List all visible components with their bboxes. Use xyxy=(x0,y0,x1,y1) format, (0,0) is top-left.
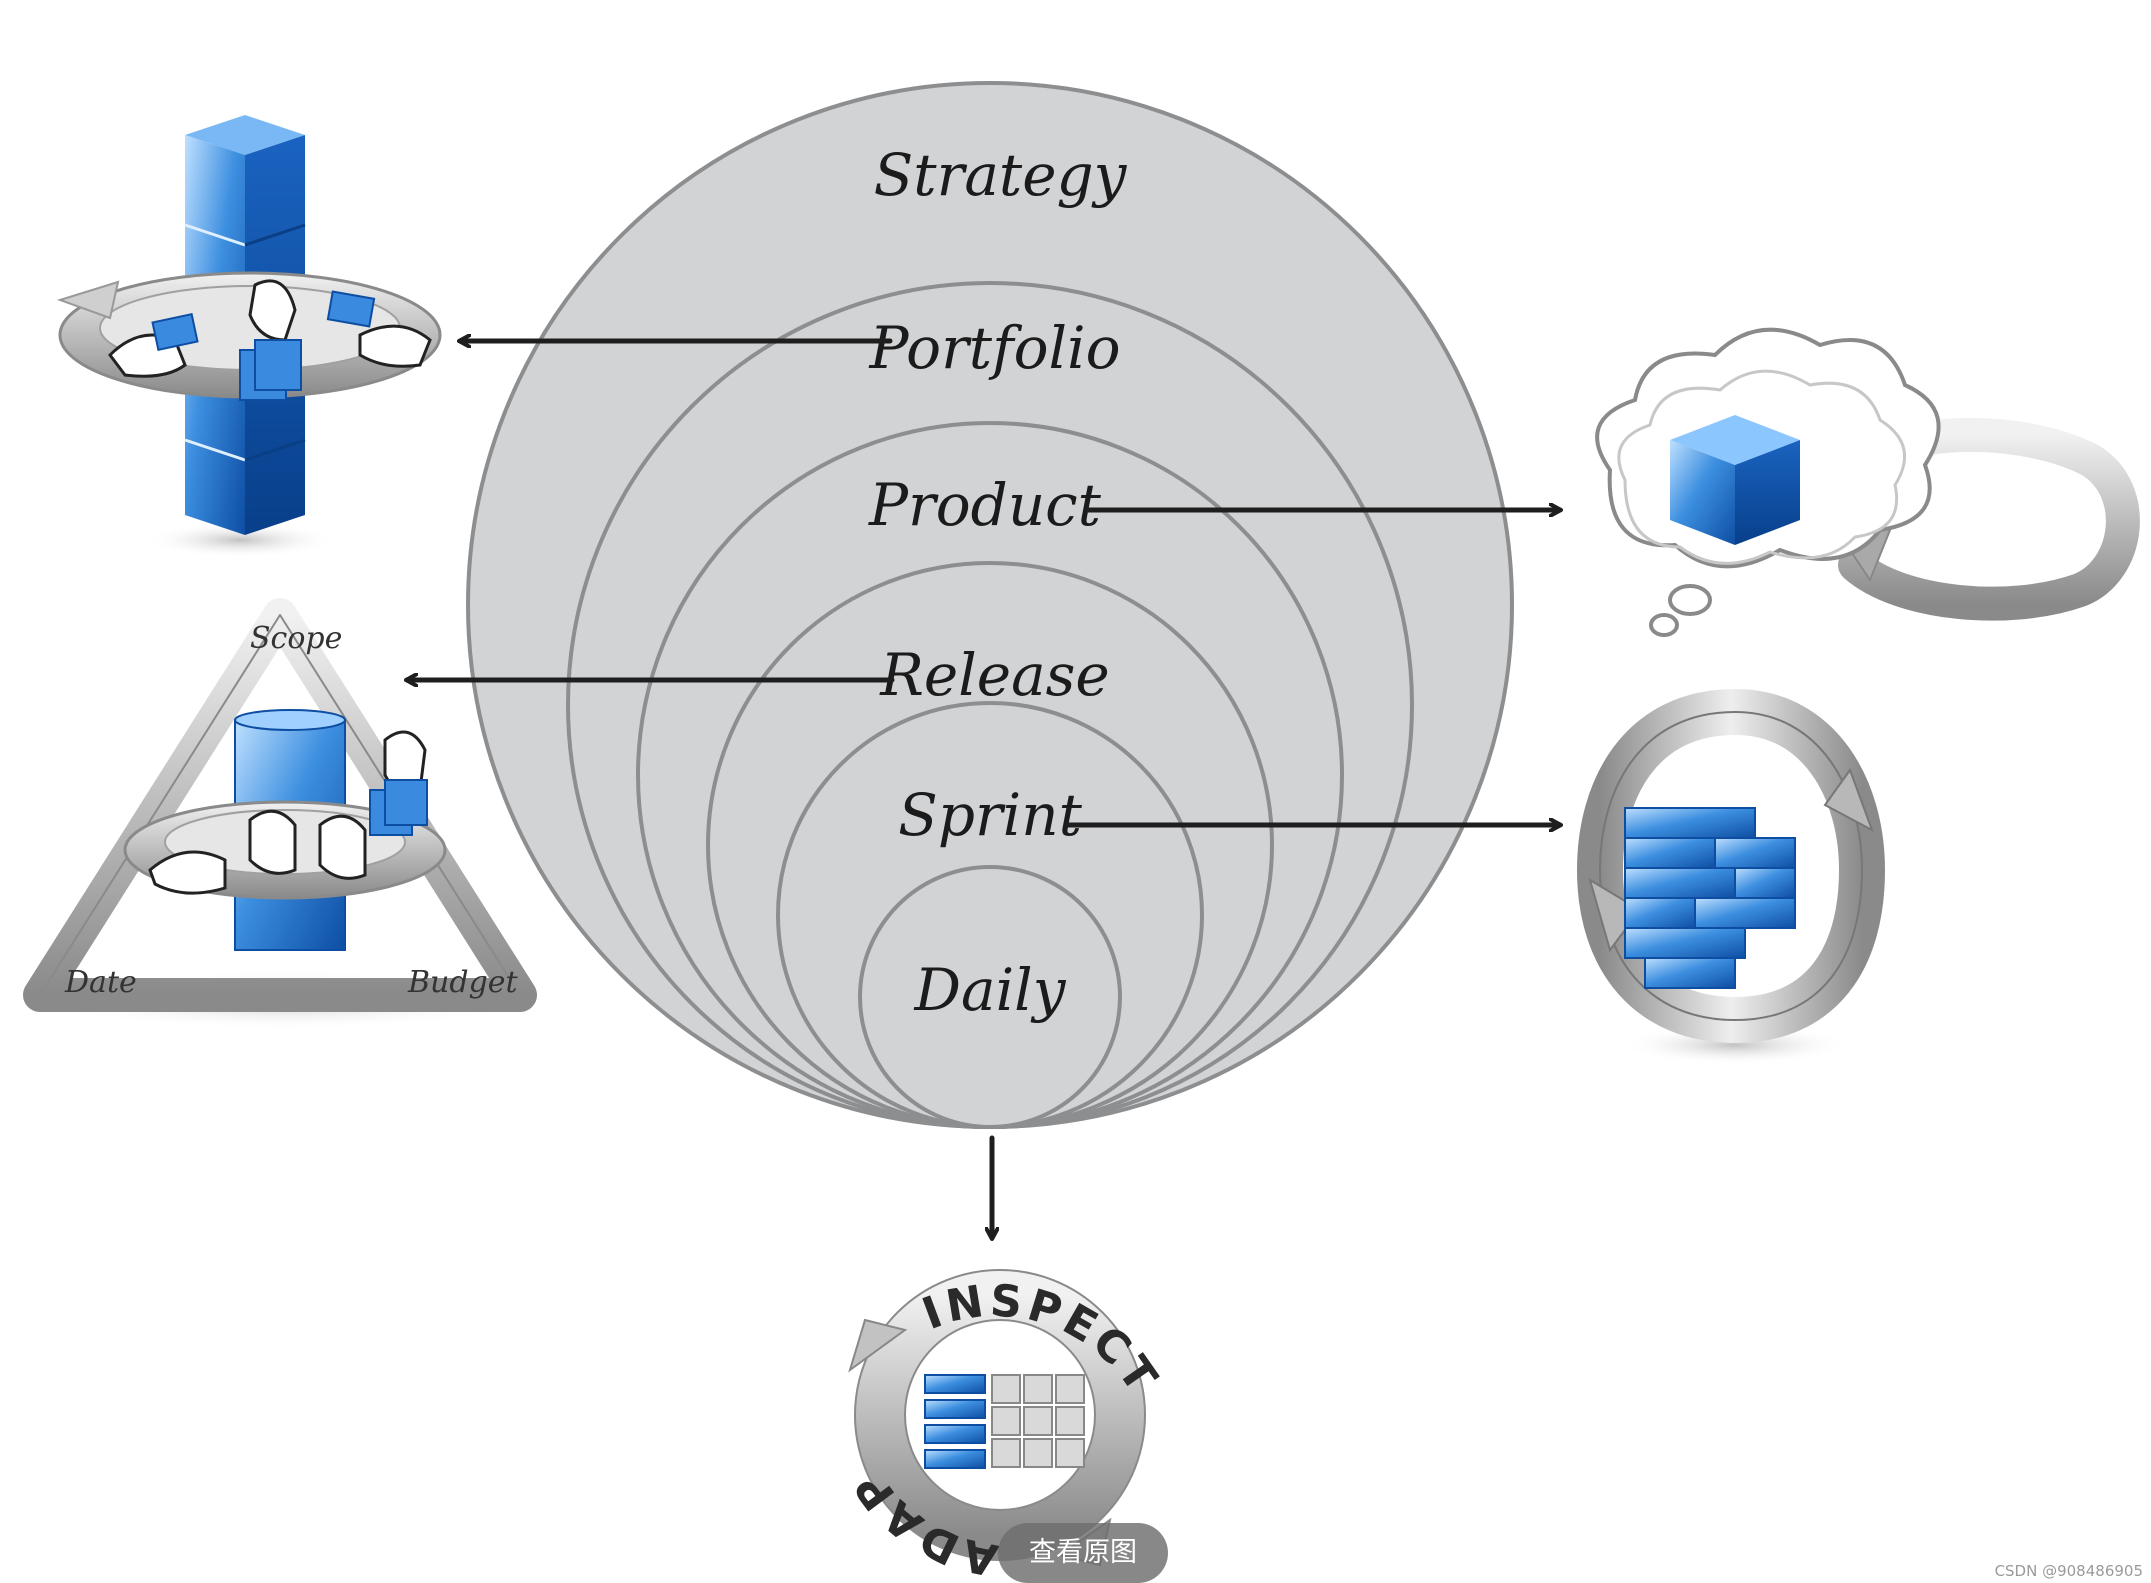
label-portfolio: Portfolio xyxy=(868,314,1120,382)
rotating-backlog-icon xyxy=(1576,688,1886,1065)
triangle-scope-date-budget-icon: Scope Date Budget xyxy=(23,598,537,1030)
ring-daily xyxy=(858,865,1122,1129)
watermark: CSDN @908486905 xyxy=(1994,1562,2143,1580)
triangle-scope: Scope xyxy=(250,621,342,656)
label-daily: Daily xyxy=(914,956,1067,1024)
triangle-budget: Budget xyxy=(407,965,519,1000)
triangle-date: Date xyxy=(64,965,137,1000)
label-release: Release xyxy=(879,641,1110,709)
onion-rings xyxy=(466,81,1514,1129)
thought-cloud-cube-icon xyxy=(1595,327,2140,637)
label-sprint: Sprint xyxy=(898,781,1082,849)
label-strategy: Strategy xyxy=(874,141,1128,209)
connector-arrows xyxy=(407,341,1560,1238)
cube-stack-hands-icon xyxy=(56,115,442,558)
view-original-button[interactable]: 查看原图 xyxy=(998,1523,1168,1583)
label-product: Product xyxy=(868,471,1102,539)
